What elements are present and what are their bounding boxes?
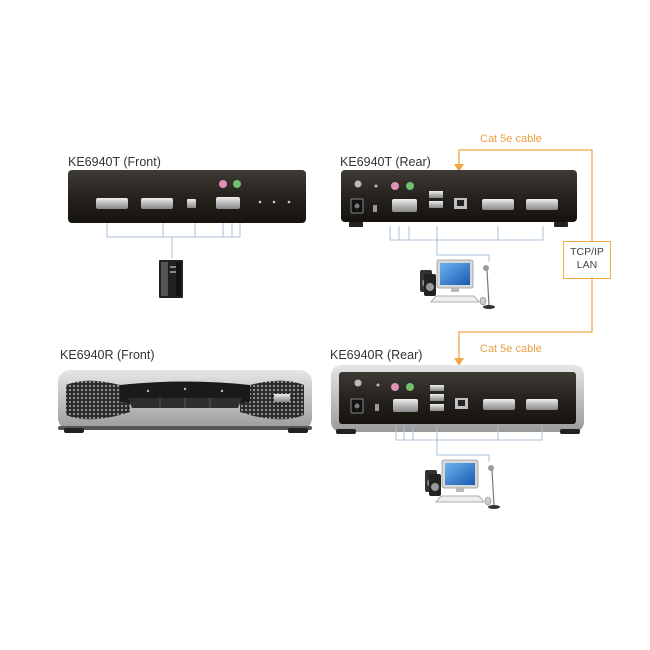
dvi-port-icon xyxy=(141,198,173,209)
ke6940r-front-device xyxy=(58,370,312,433)
workstation-icon xyxy=(420,259,495,309)
usb-port-icon xyxy=(430,404,444,411)
ground-screw-icon xyxy=(354,379,362,387)
ke6940r-rear-device xyxy=(331,365,584,434)
tx-front-connector-lines xyxy=(106,223,241,258)
ke6940t-front-label: KE6940T (Front) xyxy=(68,155,161,169)
speaker-jack-icon xyxy=(406,182,414,190)
cat5e-cable-route xyxy=(458,149,593,362)
dvi-port-icon xyxy=(526,199,558,210)
usb-port-icon xyxy=(429,201,443,208)
serial-port-icon xyxy=(393,399,418,412)
cable-arrow-top xyxy=(454,164,464,172)
tx-rear-connector-lines xyxy=(389,226,544,262)
cat5e-cable-bottom-label: Cat 5e cable xyxy=(480,343,542,355)
ke6940t-rear-label: KE6940T (Rear) xyxy=(340,155,431,169)
usb-port-icon xyxy=(430,385,444,391)
speaker-jack-icon xyxy=(406,383,414,391)
dvi-port-icon xyxy=(96,198,128,209)
serial-port-icon xyxy=(216,197,240,209)
tcpip-label: TCP/IP xyxy=(570,246,604,258)
dvi-port-icon xyxy=(482,199,514,210)
ke6940t-rear-device xyxy=(341,170,577,227)
ground-screw-icon xyxy=(354,180,362,188)
cat5e-cable-top-label: Cat 5e cable xyxy=(480,133,542,145)
usb-b-port-icon xyxy=(187,199,196,208)
usb-port-icon xyxy=(430,394,444,401)
serial-port-icon xyxy=(392,199,417,212)
ke6940t-front-device xyxy=(68,170,306,223)
workstation-icon xyxy=(425,459,500,509)
ke6940r-front-label: KE6940R (Front) xyxy=(60,348,155,362)
cable-arrow-bottom xyxy=(454,358,464,366)
tcpip-lan-box: TCP/IP LAN xyxy=(563,241,611,279)
speaker-jack-icon xyxy=(233,180,241,188)
dvi-port-icon xyxy=(483,399,515,410)
rx-rear-connector-lines xyxy=(395,426,543,462)
ke6940r-rear-label: KE6940R (Rear) xyxy=(330,348,423,362)
usb-port-icon xyxy=(429,191,443,198)
front-usb-port-icon xyxy=(274,394,290,402)
dvi-port-icon xyxy=(526,399,558,410)
lan-label: LAN xyxy=(576,259,598,271)
mic-jack-icon xyxy=(391,182,399,190)
mic-jack-icon xyxy=(219,180,227,188)
computer-tower-icon xyxy=(159,260,183,298)
mic-jack-icon xyxy=(391,383,399,391)
